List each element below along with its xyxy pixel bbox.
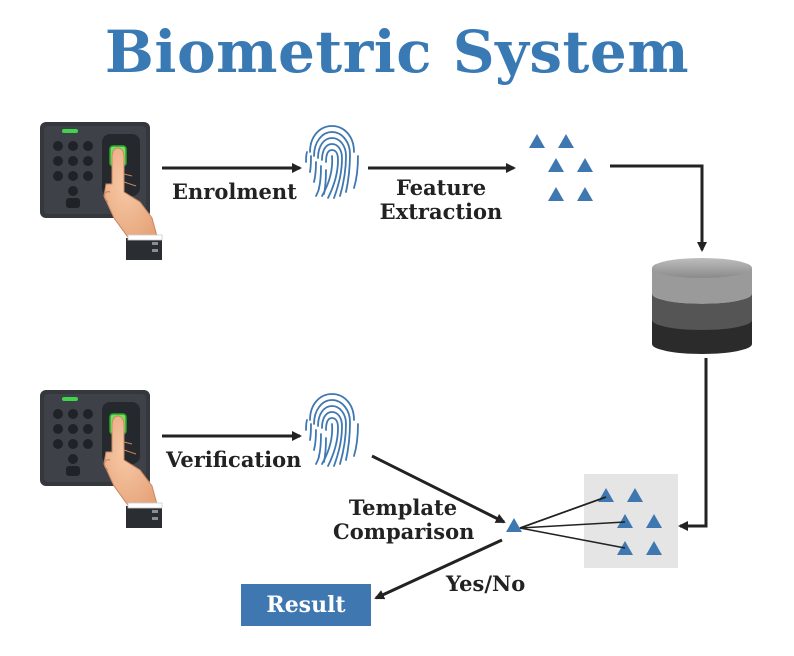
feature-triangles-icon xyxy=(529,134,593,201)
database-icon xyxy=(652,258,752,354)
result-box: Result xyxy=(241,584,371,626)
template-comparison-line2: Comparison xyxy=(333,519,475,544)
query-template-icon xyxy=(506,518,522,532)
verification-scanner-icon xyxy=(40,390,163,529)
verification-label: Verification xyxy=(166,447,302,472)
comparison-lines xyxy=(519,496,626,549)
enrolment-fingerprint-icon xyxy=(305,125,359,199)
enrolment-scanner-icon xyxy=(40,122,163,261)
page-title: Biometric System xyxy=(104,18,690,86)
feature-extraction-line2: Extraction xyxy=(379,199,503,224)
yes-no-label: Yes/No xyxy=(446,571,526,596)
verification-fingerprint-icon xyxy=(305,393,359,467)
enrolment-label: Enrolment xyxy=(172,179,297,204)
result-arrow xyxy=(374,538,503,600)
template-comparison-label: Template Comparison xyxy=(333,495,475,544)
storage-arrow xyxy=(610,164,707,252)
feature-extraction-label: Feature Extraction xyxy=(378,176,504,224)
template-fetch-arrow xyxy=(678,358,708,531)
feature-extraction-line1: Feature xyxy=(395,175,487,200)
template-comparison-line1: Template xyxy=(348,495,458,520)
comparison-arrow xyxy=(371,454,506,524)
